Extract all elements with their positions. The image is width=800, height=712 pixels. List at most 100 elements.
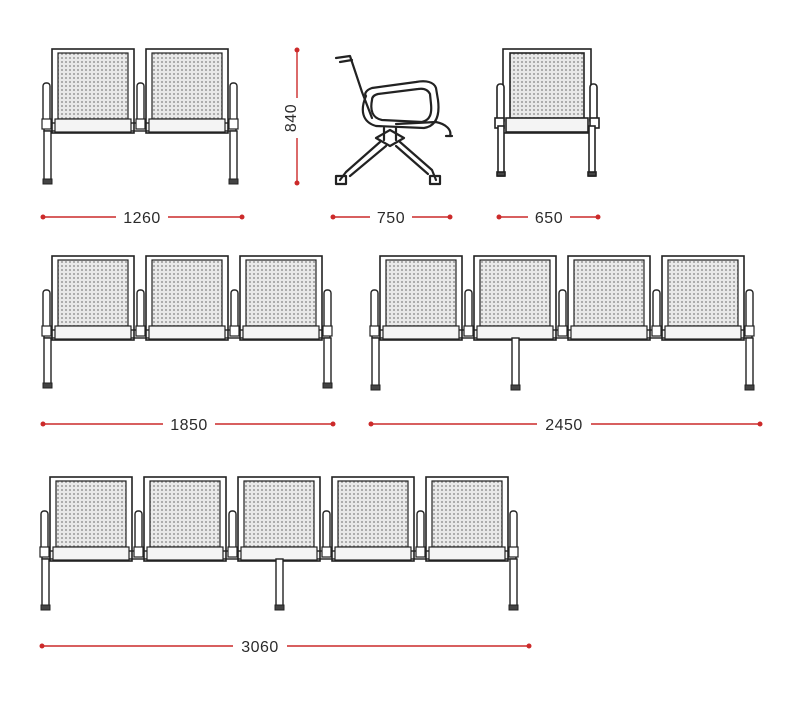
armrest-bracket (135, 325, 146, 337)
dimension-3seat-width: 1850 (40, 413, 336, 435)
armrest-bracket (41, 118, 52, 130)
seat-back-perforated (55, 480, 127, 548)
leg-foot (508, 604, 519, 611)
seat (237, 476, 321, 562)
bench-leg (43, 130, 52, 181)
seat-frame (331, 476, 415, 562)
armrest (134, 510, 143, 552)
dimension-label-750: 750 (377, 210, 405, 227)
armrest (323, 289, 332, 331)
armrest-bracket (227, 546, 238, 558)
armrest-bracket (135, 118, 146, 130)
leg-foot (228, 178, 239, 185)
seat-pan (54, 325, 132, 340)
leg-foot (510, 384, 521, 391)
armrest (136, 289, 145, 331)
leg-foot (42, 382, 53, 389)
dimension-single-width: 650 (496, 206, 601, 228)
seat (145, 48, 229, 134)
armrest (558, 289, 567, 331)
armrest-bracket (229, 325, 240, 337)
armrest-bracket (744, 325, 755, 337)
armrest (509, 510, 518, 552)
seat (379, 255, 463, 341)
seat (143, 476, 227, 562)
height-label: 840 (283, 104, 300, 132)
seat-pan (476, 325, 554, 340)
leg-foot (274, 604, 285, 611)
seat-pan (148, 325, 226, 340)
seat-frame (379, 255, 463, 341)
armrest (40, 510, 49, 552)
seat-frame (425, 476, 509, 562)
bench-4-seat (369, 255, 755, 391)
seat-pan (382, 325, 460, 340)
dimension-label-1260: 1260 (123, 210, 161, 227)
seat (331, 476, 415, 562)
bench-middle-leg (275, 558, 284, 607)
side-view-chair (334, 54, 454, 186)
seat-back-perforated (573, 259, 645, 327)
dimension-label-1850: 1850 (170, 417, 208, 434)
dimension-depth: 750 (330, 206, 453, 228)
seat-frame (661, 255, 745, 341)
seat (425, 476, 509, 562)
armrest (229, 82, 238, 124)
armrest-bracket (651, 325, 662, 337)
seat-pan (146, 546, 224, 561)
bench-leg (229, 130, 238, 181)
armrest (464, 289, 473, 331)
dimension-label-2450: 2450 (545, 417, 583, 434)
bench-middle-leg (511, 337, 520, 387)
seat (51, 48, 135, 134)
bench-leg (43, 337, 52, 385)
seat-pan (54, 118, 132, 133)
bench-leg (509, 558, 518, 607)
armrest (652, 289, 661, 331)
bench-leg (371, 337, 380, 387)
bench-leg (41, 558, 50, 607)
leg-foot (40, 604, 51, 611)
seat (49, 476, 133, 562)
seat-frame (145, 48, 229, 134)
armrest-bracket (463, 325, 474, 337)
armrest (230, 289, 239, 331)
armrest-bracket (228, 118, 239, 130)
benches-group (39, 48, 755, 611)
seat-back-perforated (667, 259, 739, 327)
seat-pan (664, 325, 742, 340)
seat-frame (51, 48, 135, 134)
armrest-bracket (322, 325, 333, 337)
seat-pan (148, 118, 226, 133)
front-view-single-chair (494, 48, 600, 177)
dimension-label-650: 650 (535, 210, 563, 227)
armrest (370, 289, 379, 331)
seat-pan (52, 546, 130, 561)
seat (567, 255, 651, 341)
seat-back-perforated (385, 259, 457, 327)
seat-pan (428, 546, 506, 561)
armrest-bracket (508, 546, 519, 558)
seat (145, 255, 229, 341)
seat (239, 255, 323, 341)
seat-back-perforated (57, 259, 129, 327)
seat-frame (143, 476, 227, 562)
bench-2-seat (41, 48, 239, 185)
seat-pan (334, 546, 412, 561)
seat (51, 255, 135, 341)
leg-foot (370, 384, 381, 391)
armrest-bracket (321, 546, 332, 558)
seat-back-perforated (479, 259, 551, 327)
dimension-5seat-width: 3060 (39, 635, 532, 657)
seat (473, 255, 557, 341)
seat-frame (567, 255, 651, 341)
seat-back-perforated (149, 480, 221, 548)
armrest-bracket (133, 546, 144, 558)
bench-5-seat (39, 476, 519, 611)
leg-foot (42, 178, 53, 185)
armrest-bracket (557, 325, 568, 337)
leg-foot (322, 382, 333, 389)
seat-pan (240, 546, 318, 561)
